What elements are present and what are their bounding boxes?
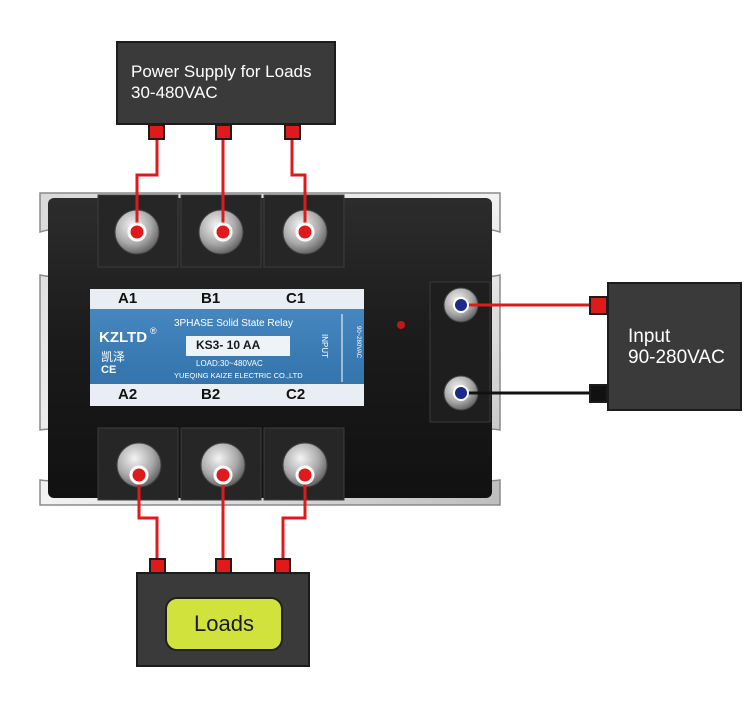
relay-input-side: INPUT	[320, 334, 329, 358]
input-box	[607, 282, 742, 411]
dot-a1	[127, 222, 147, 242]
wire-supply-c1	[290, 138, 307, 232]
dot-b1	[213, 222, 233, 242]
connector-load-b	[215, 558, 232, 574]
connector-input-plus	[589, 296, 608, 315]
status-led	[397, 321, 405, 329]
relay-label-top-strip	[90, 289, 364, 309]
terminal-label-b2: B2	[201, 386, 221, 403]
relay-title: 3PHASE Solid State Relay	[174, 318, 293, 329]
terminal-label-c2: C2	[286, 386, 306, 403]
connector-supply-b	[215, 124, 232, 140]
wire-a2-load	[137, 475, 159, 560]
load-wires	[137, 475, 307, 560]
relay-label-bottom-strip	[90, 384, 364, 406]
relay-model-box	[186, 336, 290, 356]
terminal-label-b1: B1	[201, 290, 221, 307]
connector-load-c	[274, 558, 291, 574]
terminal-label-a1: A1	[118, 290, 138, 307]
connector-supply-c	[284, 124, 301, 140]
power-supply-line2: 30-480VAC	[131, 83, 218, 102]
connector-input-minus	[589, 384, 608, 403]
input-line1: Input	[628, 326, 671, 347]
dot-input-plus	[453, 297, 469, 313]
relay-brand-chinese: 凯泽	[101, 350, 126, 364]
wire-c2-load	[281, 475, 307, 560]
wire-supply-a1	[135, 138, 159, 232]
power-supply-box	[116, 41, 336, 125]
connector-squares	[148, 124, 608, 574]
relay-model: KS3- 10 AA	[196, 338, 261, 352]
connector-load-a	[149, 558, 166, 574]
dot-b2	[213, 465, 233, 485]
relay-load-rating: LOAD:30~480VAC	[196, 359, 263, 368]
terminal-dots	[127, 222, 469, 485]
dot-a2	[129, 465, 149, 485]
connector-supply-a	[148, 124, 165, 140]
terminal-label-c1: C1	[286, 290, 306, 307]
terminal-label-a2: A2	[118, 386, 138, 403]
relay-brand: KZLTD	[99, 329, 148, 346]
relay-brand-mark: ®	[150, 326, 157, 336]
power-supply-line1: Power Supply for Loads	[131, 62, 312, 81]
relay-manufacturer: YUEQING KAIZE ELECTRIC CO.,LTD	[174, 371, 303, 380]
relay-body	[39, 192, 501, 506]
input-line2: 90-280VAC	[628, 347, 725, 368]
relay-ce-mark: CE	[101, 364, 117, 376]
dot-c2	[295, 465, 315, 485]
loads-label: Loads	[165, 597, 283, 651]
dot-input-minus	[453, 385, 469, 401]
relay-input-range: 90~280VAC	[355, 326, 361, 359]
dot-c1	[295, 222, 315, 242]
power-wires	[135, 138, 307, 232]
